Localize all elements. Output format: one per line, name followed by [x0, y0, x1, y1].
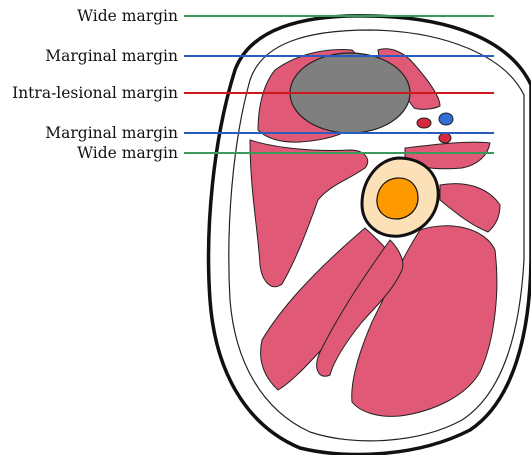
wide-margin-label-top: Wide margin: [77, 7, 178, 25]
femur-marrow: [377, 178, 418, 219]
nerve-vessel: [439, 133, 451, 143]
marginal-margin-label-top: Marginal margin: [45, 47, 178, 65]
marginal-margin-label-bottom: Marginal margin: [45, 124, 178, 142]
artery-vessel: [417, 118, 431, 128]
vein-vessel: [439, 113, 453, 125]
intra-lesional-margin-label: Intra-lesional margin: [12, 84, 178, 102]
wide-margin-label-bottom: Wide margin: [77, 144, 178, 162]
